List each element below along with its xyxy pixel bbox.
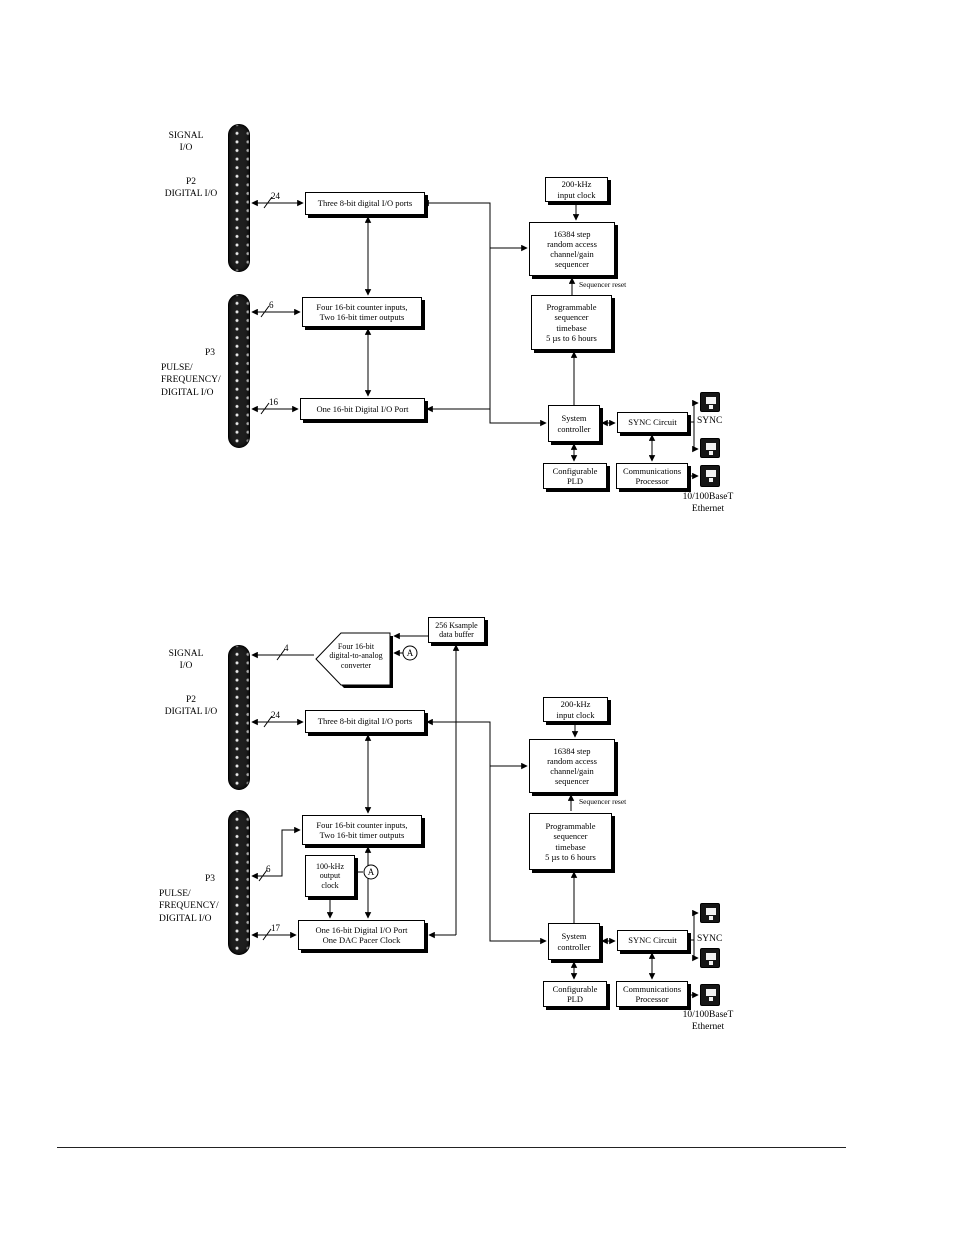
node-comms-processor: Communications Processor [616,463,688,489]
node-timebase: Programmable sequencer timebase 5 µs to … [529,813,612,870]
node-timebase: Programmable sequencer timebase 5 µs to … [531,295,612,350]
label-ethernet: 10/100BaseT Ethernet [682,1010,734,1033]
node-input-clock: 200-kHz input clock [543,697,608,722]
bus-width-label: 6 [266,864,271,874]
node-sync-circuit: SYNC Circuit [617,412,688,433]
label-p3-desc: PULSE/ FREQUENCY/ DIGITAL I/O [161,363,221,398]
bus-width-label: 4 [284,643,289,653]
bus-width-label: 16 [269,397,279,407]
connector-a-circle [363,645,418,880]
label-signal-io: SIGNAL I/O [168,649,204,672]
label-sequencer-reset: Sequencer reset [579,797,627,806]
node-three-8bit-ports: Three 8-bit digital I/O ports [305,192,425,215]
diagram1-wires [251,196,699,480]
label-ethernet: 10/100BaseT Ethernet [682,492,734,515]
connector-a-label: A [368,867,375,877]
node-comms-processor: Communications Processor [616,981,688,1007]
ethernet-jack-icon [700,984,720,1006]
connector-p3 [228,294,250,448]
label-p2-digital-io: P2 DIGITAL I/O [164,177,218,200]
sync-jack-icon [700,392,720,412]
label-p3-desc: PULSE/ FREQUENCY/ DIGITAL I/O [159,889,219,924]
node-output-clock: 100-kHz output clock [305,855,355,897]
connector-p2 [228,124,250,272]
node-sequencer: 16384 step random access channel/gain se… [529,739,615,793]
connector-p3 [228,810,250,955]
node-configurable-pld: Configurable PLD [543,463,607,489]
node-three-8bit-ports: Three 8-bit digital I/O ports [305,710,425,733]
node-dac-converter: Four 16-bit digital-to-analog converter [329,642,383,670]
bus-width-label: 17 [271,923,281,933]
label-sync: SYNC [697,416,723,426]
connector-a-label: A [407,648,414,658]
dac-converter-shape [315,632,393,688]
node-system-controller: System controller [548,405,600,442]
label-sync: SYNC [697,934,723,944]
label-p3: P3 [205,348,216,358]
node-configurable-pld: Configurable PLD [543,981,607,1007]
ethernet-jack-icon [700,465,720,487]
node-sync-circuit: SYNC Circuit [617,930,688,951]
label-p3: P3 [205,874,216,884]
label-signal-io: SIGNAL I/O [168,131,204,154]
sync-jack-icon [700,948,720,968]
diagram2-wires [251,632,699,999]
node-counters-timers: Four 16-bit counter inputs, Two 16-bit t… [302,297,422,327]
connector-p2 [228,645,250,790]
bus-width-label: 24 [271,191,281,201]
node-dio-port: One 16-bit Digital I/O Port One DAC Pace… [298,920,425,950]
label-sequencer-reset: Sequencer reset [579,280,627,289]
sync-jack-icon [700,438,720,458]
label-p2-digital-io: P2 DIGITAL I/O [164,695,218,718]
footer-rule [57,1147,846,1148]
node-counters-timers: Four 16-bit counter inputs, Two 16-bit t… [302,815,422,845]
bus-width-label: 24 [271,710,281,720]
bus-width-label: 6 [269,300,274,310]
node-data-buffer: 256 Ksample data buffer [428,617,485,643]
node-dio-port: One 16-bit Digital I/O Port [300,398,425,420]
node-sequencer: 16384 step random access channel/gain se… [529,222,615,276]
node-system-controller: System controller [548,923,600,960]
node-input-clock: 200-kHz input clock [545,177,608,202]
sync-jack-icon [700,903,720,923]
